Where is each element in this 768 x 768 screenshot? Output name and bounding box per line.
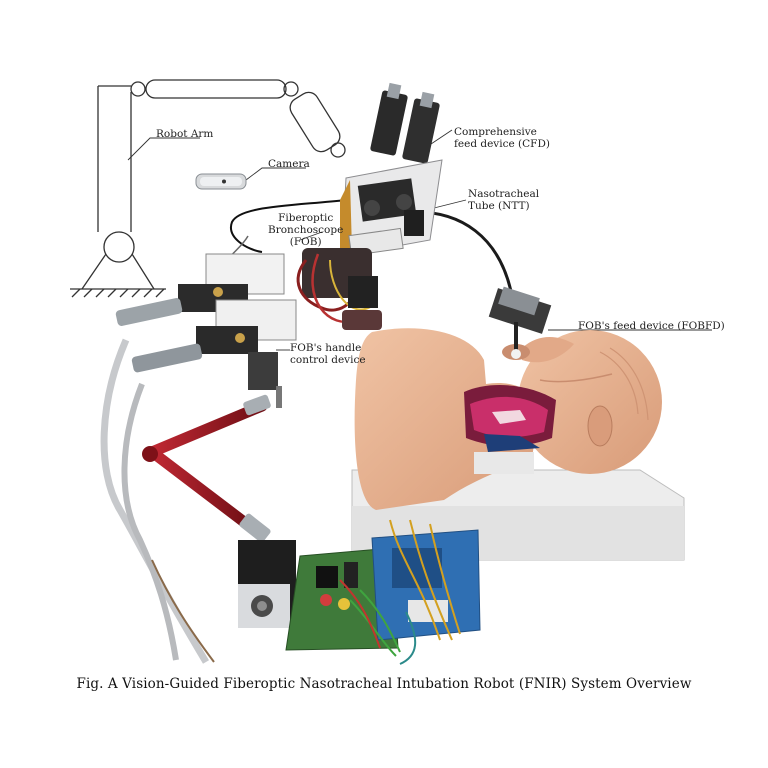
figure-caption: Fig. A Vision-Guided Fiberoptic Nasotrac… (76, 676, 692, 692)
handle-control-device (115, 253, 297, 408)
label-camera: Camera (268, 158, 310, 170)
label-cfd: Comprehensive feed device (CFD) (454, 126, 550, 150)
cfd-motors (340, 82, 443, 257)
manikin-head (354, 328, 662, 510)
label-ntt: Nasotracheal Tube (NTT) (468, 188, 540, 212)
label-handle-control: FOB's handle control device (290, 342, 366, 366)
fob-handle (296, 248, 382, 330)
leader-lines (127, 129, 712, 351)
ribbon-cables (100, 338, 215, 664)
fobfd-device (488, 286, 552, 359)
label-robot-arm: Robot Arm (156, 128, 214, 140)
control-box (238, 540, 296, 628)
red-support-arm (142, 394, 271, 543)
label-fob: Fiberoptic Bronchoscope (FOB) (268, 212, 344, 248)
camera-device (195, 173, 247, 190)
label-fobfd: FOB's feed device (FOBFD) (578, 320, 725, 332)
circuit-boards (285, 519, 481, 665)
robot-arm-schematic (70, 79, 346, 298)
